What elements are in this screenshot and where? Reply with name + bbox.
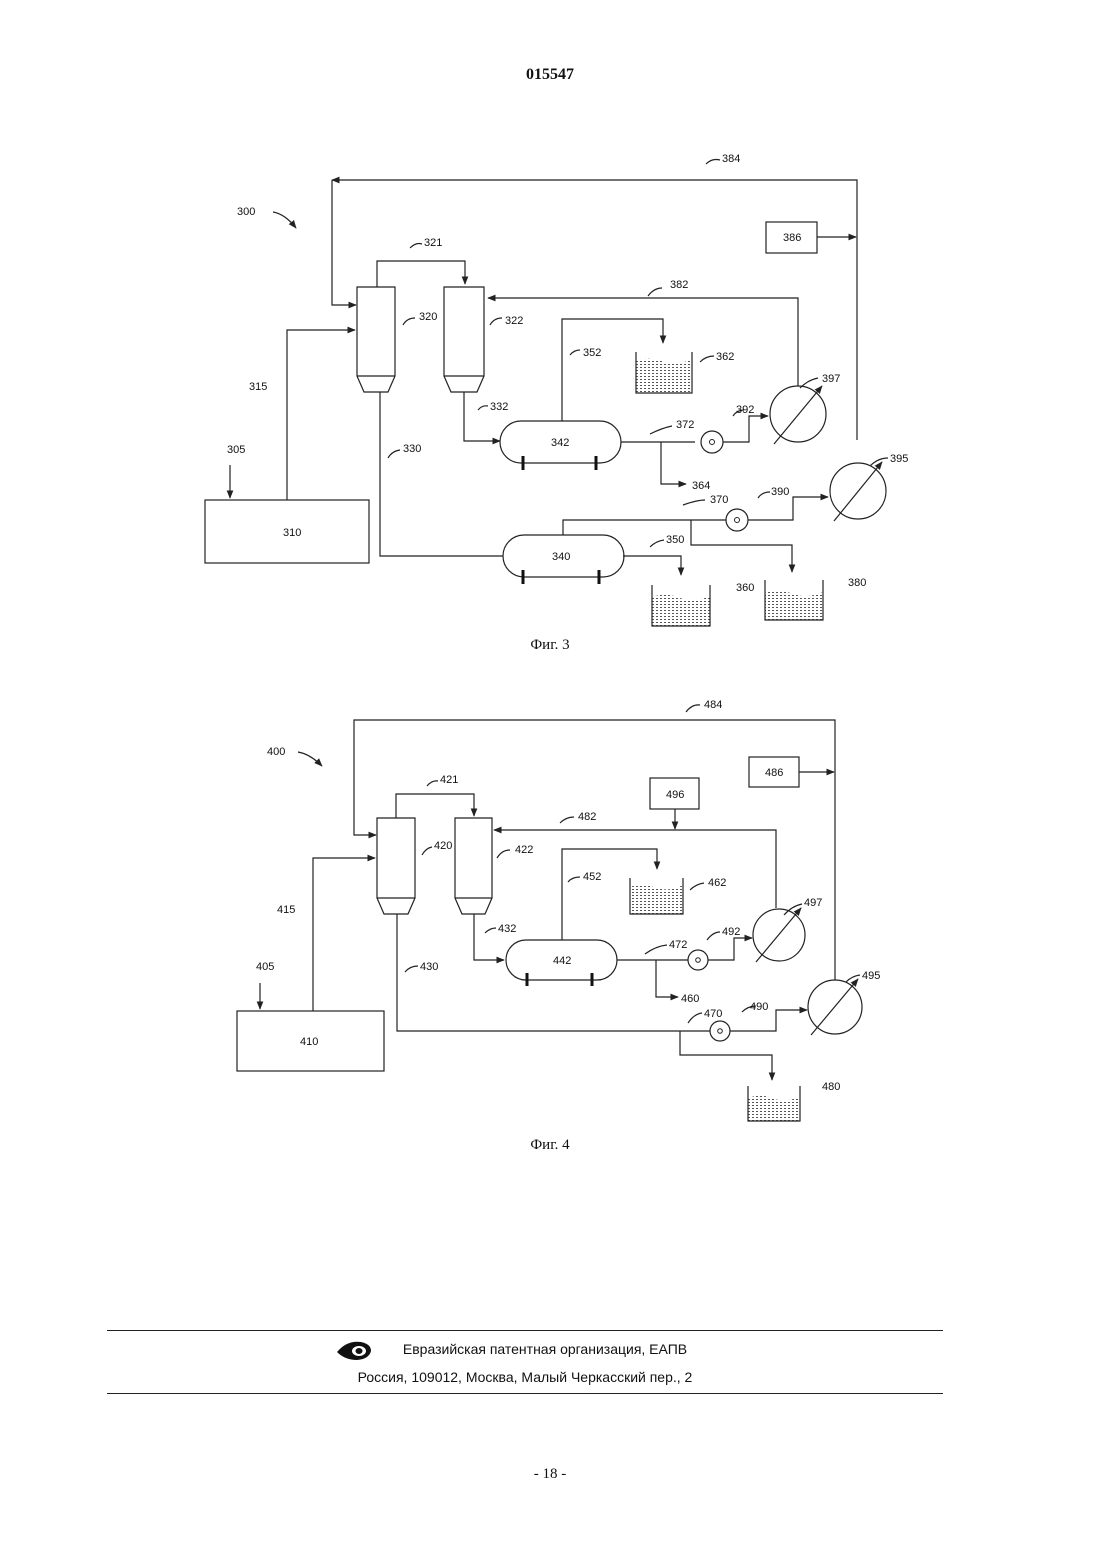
label-400: 400 <box>267 746 285 758</box>
column-420 <box>377 818 415 914</box>
label-495: 495 <box>862 970 880 982</box>
label-462: 462 <box>708 877 726 889</box>
label-482: 482 <box>578 811 596 823</box>
label-430: 430 <box>420 961 438 973</box>
label-452: 452 <box>583 871 601 883</box>
label-420: 420 <box>434 840 452 852</box>
label-497: 497 <box>804 897 822 909</box>
label-486: 486 <box>765 767 783 779</box>
figure-4-caption: Фиг. 4 <box>0 1137 1100 1154</box>
label-492: 492 <box>722 926 740 938</box>
footer: Евразийская патентная организация, ЕАПВ … <box>107 1330 943 1394</box>
figure-4-diagram: 400 484 486 421 496 482 420 422 452 462 … <box>0 0 1100 1130</box>
label-442: 442 <box>553 955 571 967</box>
label-460: 460 <box>681 993 699 1005</box>
label-490: 490 <box>750 1001 768 1013</box>
label-480: 480 <box>822 1081 840 1093</box>
label-405: 405 <box>256 961 274 973</box>
label-410: 410 <box>300 1036 318 1048</box>
page-number: - 18 - <box>0 1466 1100 1483</box>
footer-address: Россия, 109012, Москва, Малый Черкасский… <box>107 1369 943 1385</box>
label-496: 496 <box>666 789 684 801</box>
column-422 <box>455 818 492 914</box>
pump-490 <box>710 1021 730 1041</box>
pump-492 <box>688 950 708 970</box>
label-484: 484 <box>704 699 722 711</box>
label-422: 422 <box>515 844 533 856</box>
footer-org: Евразийская патентная организация, ЕАПВ <box>107 1341 943 1357</box>
label-470: 470 <box>704 1008 722 1020</box>
label-415: 415 <box>277 904 295 916</box>
label-421: 421 <box>440 774 458 786</box>
label-432: 432 <box>498 923 516 935</box>
label-472: 472 <box>669 939 687 951</box>
